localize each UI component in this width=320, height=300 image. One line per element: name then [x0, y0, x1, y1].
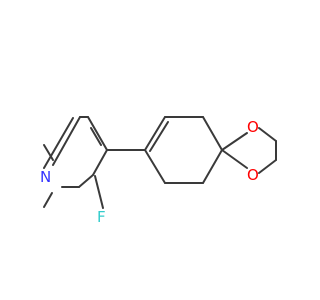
fluorine-atom-label: F: [97, 208, 106, 226]
oxygen-atom-label-top: O: [247, 118, 259, 136]
bond: [87, 116, 108, 151]
nitrogen-atom-label: N: [40, 168, 51, 186]
bond: [90, 127, 102, 146]
bond: [94, 175, 104, 209]
dioxolane-ring: [221, 127, 277, 174]
bond: [221, 132, 248, 151]
bond: [43, 144, 54, 161]
cyclohexene-ring: [144, 116, 223, 184]
bond: [202, 149, 223, 184]
bond: [258, 159, 277, 174]
pyridine-ring: [43, 116, 108, 208]
bond: [92, 149, 108, 176]
oxygen-atom-label-bottom: O: [247, 166, 259, 184]
bond: [221, 149, 248, 169]
bond: [258, 127, 277, 142]
bond: [43, 117, 74, 169]
bond: [43, 192, 53, 208]
bond: [144, 116, 166, 151]
bond: [52, 116, 81, 166]
bond: [144, 149, 166, 184]
bond: [78, 174, 94, 188]
bond: [149, 121, 169, 152]
structure-canvas: N F O O: [40, 116, 277, 226]
bond: [202, 116, 223, 151]
molecule-drawing: N F O O: [40, 116, 277, 226]
